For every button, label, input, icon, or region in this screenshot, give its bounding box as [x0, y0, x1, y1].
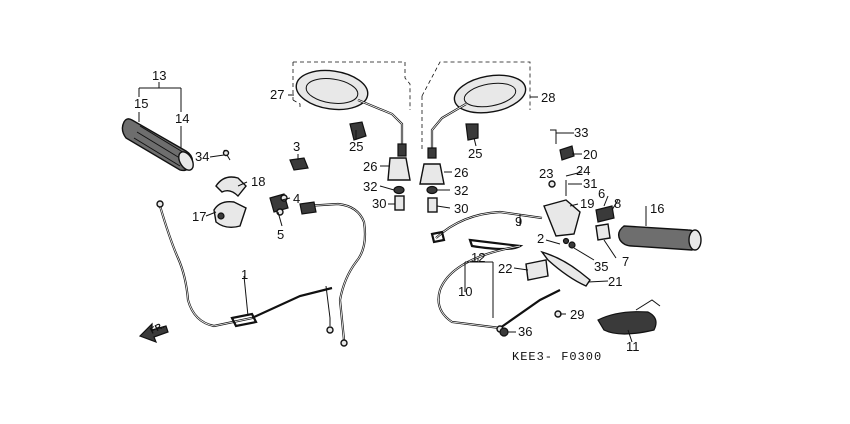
callout-25-right: 25	[468, 146, 482, 161]
callout-33: 33	[574, 125, 588, 140]
callout-7: 7	[622, 254, 629, 269]
callout-22: 22	[498, 261, 512, 276]
left-small-parts	[213, 149, 309, 229]
callout-26-right: 26	[454, 165, 468, 180]
callout-17: 17	[192, 209, 206, 224]
left-grip-assembly	[121, 82, 194, 172]
callout-11: 11	[626, 339, 640, 354]
callout-30-left: 30	[372, 196, 386, 211]
callout-labels: 13 15 14 34 18 17 3 4 5 1 27 28 25 25 26…	[134, 68, 664, 354]
callout-20: 20	[583, 147, 597, 162]
callout-12: 12	[471, 250, 485, 265]
callout-27: 27	[270, 87, 284, 102]
callout-23: 23	[539, 166, 553, 181]
right-mirror-group	[421, 61, 538, 159]
callout-19: 19	[580, 196, 594, 211]
callout-25-left: 25	[349, 139, 363, 154]
callout-13: 13	[152, 68, 166, 83]
callout-28: 28	[541, 90, 555, 105]
cable-1	[156, 200, 367, 347]
front-arrow	[138, 322, 169, 344]
callout-35: 35	[594, 259, 608, 274]
left-boot-and-nut	[387, 157, 411, 211]
callout-18: 18	[251, 174, 265, 189]
left-mirror-group	[288, 61, 411, 157]
right-boot-and-nut	[419, 163, 445, 213]
callout-4: 4	[293, 191, 300, 206]
callout-30-right: 30	[454, 201, 468, 216]
callout-3: 3	[293, 139, 300, 154]
diagram-code: KEE3- F0300	[512, 350, 602, 364]
callout-34: 34	[195, 149, 209, 164]
callout-21: 21	[608, 274, 622, 289]
right-cables	[430, 210, 561, 333]
hand-guard	[597, 299, 661, 335]
callout-2: 2	[537, 231, 544, 246]
callout-6: 6	[598, 186, 605, 201]
callout-15: 15	[134, 96, 148, 111]
leader-lines	[205, 130, 647, 343]
callout-29: 29	[570, 307, 584, 322]
right-grip	[617, 225, 702, 251]
callout-16: 16	[650, 201, 664, 216]
callout-31: 31	[583, 176, 597, 191]
callout-26-left: 26	[363, 159, 377, 174]
callout-10: 10	[458, 284, 472, 299]
callout-9: 9	[515, 214, 522, 229]
right-lever-assembly	[499, 129, 615, 337]
callout-5: 5	[277, 227, 284, 242]
callout-32-left: 32	[363, 179, 377, 194]
callout-36: 36	[518, 324, 532, 339]
callout-8: 8	[614, 196, 621, 211]
callout-14: 14	[175, 111, 189, 126]
callout-1: 1	[241, 267, 248, 282]
callout-32-right: 32	[454, 183, 468, 198]
callout-24: 24	[576, 163, 590, 178]
